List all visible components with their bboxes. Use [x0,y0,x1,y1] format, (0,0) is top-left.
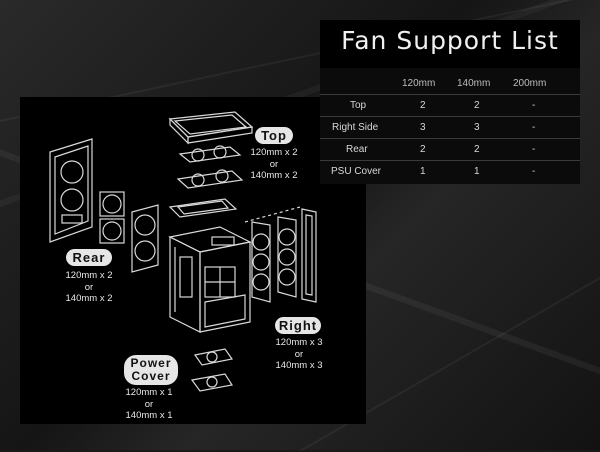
right-spec-line: or [294,348,304,360]
cell-value: 2 [474,144,480,155]
rear-spec: 120mm x 2 or 140mm x 2 [52,270,126,305]
psu-spec-line: 140mm x 1 [125,410,173,421]
psu-spec-line: 120mm x 1 [125,387,173,398]
top-label: Top [255,127,293,144]
rear-spec-line: 140mm x 2 [65,293,113,304]
exploded-case-diagram: Top 120mm x 2 or 140mm x 2 Rear 120mm x … [20,97,366,424]
top-spec-line: or [269,158,279,170]
row-label: Top [350,100,367,111]
top-spec-line: 140mm x 2 [250,170,298,181]
top-bracket-illustration [168,198,238,218]
top-spec-line: 120mm x 2 [250,147,298,158]
psu-label-line: Power [130,356,172,370]
row-label: PSU Cover [331,166,382,177]
table-row: Top 2 2 - [320,94,580,117]
case-line-drawing [49,111,317,392]
table-row: PSU Cover 1 1 - [320,160,580,183]
row-label: Right Side [332,122,379,133]
cell-value: 3 [474,122,480,133]
right-spec-line: 140mm x 3 [275,360,323,371]
rear-label: Rear [66,249,112,266]
cell-value: 2 [420,144,426,155]
fan-support-table: Fan Support List 120mm 140mm 200mm Top 2… [320,20,580,184]
cell-value: 1 [474,166,480,177]
main-chassis-illustration [168,226,252,333]
column-header: 200mm [513,78,547,89]
cell-value: - [532,122,536,133]
psu-spec-line: or [144,398,154,410]
rear-spec-line: or [84,281,94,293]
right-side-panel-illustration [301,208,317,303]
cell-value: 2 [474,100,480,111]
rear-spec-line: 120mm x 2 [65,270,113,281]
column-header: 120mm [402,78,436,89]
psu-spec: 120mm x 1 or 140mm x 1 [112,387,186,422]
table-title: Fan Support List [341,26,559,55]
cell-value: - [532,144,536,155]
right-fans-illustration [251,216,297,303]
cell-value: 1 [420,166,426,177]
table-row: Right Side 3 3 - [320,116,580,139]
cell-value: - [532,100,536,111]
cell-value: - [532,166,536,177]
rear-panel-illustration [49,138,93,243]
psu-cover-label: Power Cover [124,355,178,385]
column-header: 140mm [457,78,491,89]
right-label: Right [275,317,321,334]
row-label: Rear [346,144,368,155]
side-fan-illustration [131,204,159,273]
top-spec: 120mm x 2 or 140mm x 2 [242,147,306,182]
table-body [320,68,580,184]
psu-fans-illustration [190,348,234,392]
top-cover-illustration [168,111,254,145]
top-fans-illustration [176,145,244,189]
rear-fans-illustration [99,191,125,244]
table-row: Rear 2 2 - [320,138,580,161]
psu-label-line: Cover [131,369,171,383]
cell-value: 3 [420,122,426,133]
right-spec-line: 120mm x 3 [275,337,323,348]
right-spec: 120mm x 3 or 140mm x 3 [264,337,334,372]
cell-value: 2 [420,100,426,111]
